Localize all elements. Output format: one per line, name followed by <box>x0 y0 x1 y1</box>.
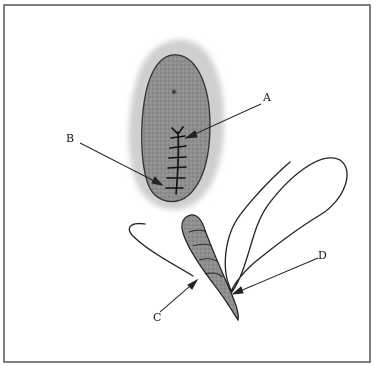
surgical-needle <box>182 215 238 320</box>
asterisk-mark: * <box>171 87 177 101</box>
label-a: A <box>263 92 271 103</box>
label-c: C <box>153 312 161 323</box>
label-b: B <box>66 133 74 144</box>
label-d: D <box>318 250 327 261</box>
